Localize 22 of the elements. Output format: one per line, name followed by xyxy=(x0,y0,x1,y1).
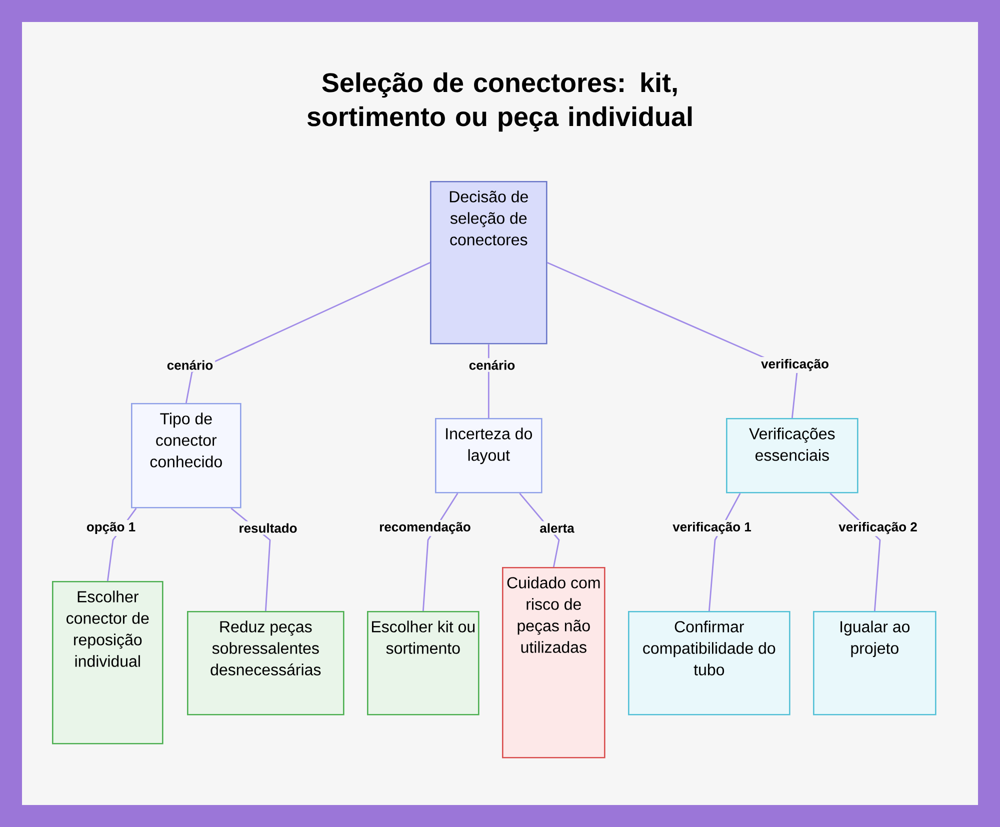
process-box: Verificações essenciais xyxy=(726,418,858,494)
edge-label: verificação xyxy=(759,356,831,374)
connector-line xyxy=(185,262,430,404)
edge-label: recomendação xyxy=(377,520,473,536)
edge-label: alerta xyxy=(538,521,576,535)
process-box: Reduz peças sobressalentes desnecessárias xyxy=(187,611,344,716)
title: Seleção de conectores: kit, sortimento ou peça individual xyxy=(307,72,692,132)
process-box: Igualar ao projeto xyxy=(813,611,936,716)
process-box: Cuidado com risco de peças não utilizadas xyxy=(502,567,606,758)
process-box: Escolher kit ou sortimento xyxy=(367,611,480,716)
edge-label: resultado xyxy=(236,521,300,535)
edge-label: verificação 2 xyxy=(836,520,920,536)
process-box: Tipo de conector conhecido xyxy=(131,403,242,508)
edge-label: opção 1 xyxy=(84,520,138,536)
process-box: Escolher conector de reposição individual xyxy=(52,581,164,744)
connector-line xyxy=(547,262,798,418)
process-box: Decisão de seleção de conectores xyxy=(430,181,548,344)
process-box: Confirmar compatibilidade do tubo xyxy=(628,611,790,716)
process-box: Incerteza do layout xyxy=(435,418,542,494)
edge-label: cenário xyxy=(466,358,518,372)
edge-label: cenário xyxy=(164,358,216,372)
edge-label: verificação 1 xyxy=(670,520,754,536)
